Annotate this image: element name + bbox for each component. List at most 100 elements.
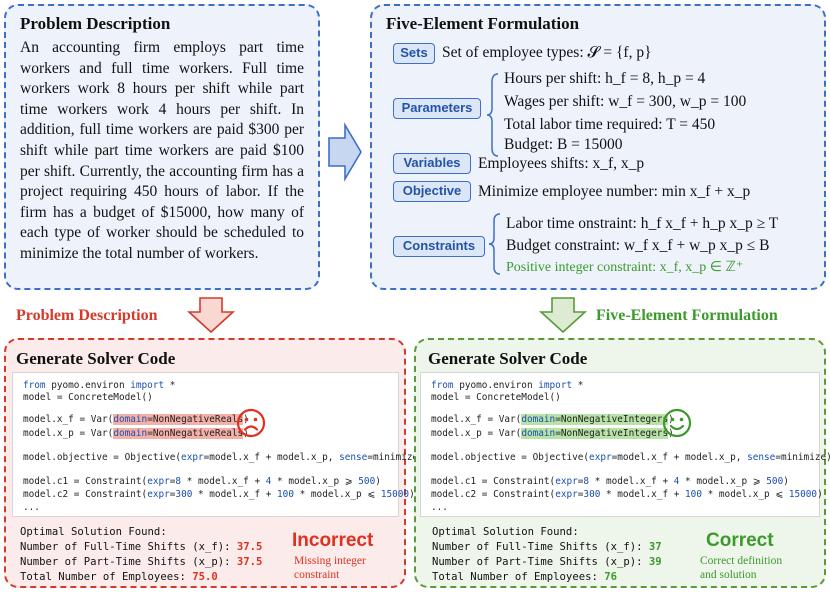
right-total-value: 76	[604, 571, 617, 583]
code-c1-line: model.c1 = Constraint(expr=8 * model.x_f…	[431, 476, 789, 487]
code-token: 4	[265, 476, 272, 487]
code-token: pyomo.environ	[453, 380, 539, 391]
code-token: 8	[175, 476, 182, 487]
code-token: 300	[175, 489, 193, 500]
code-token: =model.x_f + model.x_p,	[611, 452, 748, 463]
right-solver-title: Generate Solver Code	[428, 349, 588, 368]
right-part-time-value: 39	[648, 556, 662, 568]
right-full-time-label: Number of Full-Time Shifts (x_f):	[432, 541, 643, 553]
code-var-xp-line: model.x_p = Var(domain=NonNegativeIntege…	[431, 428, 674, 439]
code-token: =	[577, 489, 584, 500]
code-token: 100	[685, 489, 702, 500]
code-token: *	[164, 380, 176, 391]
right-result-full-time: Number of Full-Time Shifts (x_f): 37	[432, 541, 662, 553]
code-token: sense	[747, 452, 776, 463]
left-total-label: Total Number of Employees:	[20, 571, 186, 583]
parameters-tag: Parameters	[393, 98, 481, 119]
code-token: * model.x_f +	[192, 489, 278, 500]
code-token: =	[577, 476, 584, 487]
left-part-time-label: Number of Part-Time Shifts (x_p):	[20, 556, 231, 568]
left-full-time-label: Number of Full-Time Shifts (x_f):	[20, 541, 231, 553]
code-token: domain	[113, 428, 148, 439]
code-token: NonNegativeReals	[152, 428, 244, 439]
code-token: domain	[113, 414, 148, 425]
right-result-total: Total Number of Employees: 76	[432, 571, 617, 583]
code-token: model.objective = Objective(	[23, 452, 182, 463]
code-token: 8	[583, 476, 590, 487]
code-token: model.c1 = Constraint(	[23, 476, 148, 487]
code-token: expr	[181, 452, 204, 463]
constraint-budget: Budget constraint: w_f x_f + w_p x_p ≤ B	[506, 237, 770, 254]
code-token: 4	[673, 476, 680, 487]
down-arrow-left-icon	[186, 297, 236, 334]
param-labor: Total labor time required: T = 450	[504, 116, 716, 133]
right-total-label: Total Number of Employees:	[432, 571, 598, 583]
left-result-part-time: Number of Part-Time Shifts (x_p): 37.5	[20, 556, 262, 568]
code-token: model.x_f = Var(	[431, 414, 522, 425]
variables-text: Employees shifts: x_f, x_p	[478, 155, 645, 172]
left-note-line2: constraint	[294, 569, 340, 581]
left-result-header: Optimal Solution Found:	[20, 526, 167, 538]
left-note-line1: Missing integer	[294, 555, 366, 567]
code-domain-highlight: domain=NonNegativeReals	[113, 428, 244, 439]
right-result-header: Optimal Solution Found:	[432, 526, 579, 538]
code-token: model.c1 = Constraint(	[431, 476, 556, 487]
code-token: from	[23, 380, 46, 391]
code-token: =	[169, 476, 176, 487]
code-token: expr	[147, 476, 170, 487]
down-arrow-right-icon	[538, 297, 588, 334]
left-full-time-value: 37.5	[236, 541, 263, 553]
code-token: model.objective = Objective(	[431, 452, 590, 463]
smile-face-icon	[662, 408, 692, 438]
code-var-xp-line: model.x_p = Var(domain=NonNegativeReals)	[23, 428, 249, 439]
code-token: * model.x_p ⩾	[271, 476, 359, 487]
code-token: import	[130, 380, 165, 391]
code-token: 100	[277, 489, 294, 500]
code-token: =minimize)	[367, 452, 424, 463]
code-domain-highlight: domain=NonNegativeReals	[113, 414, 244, 425]
code-token: domain	[521, 428, 556, 439]
code-token: expr	[555, 476, 578, 487]
code-token: NonNegativeIntegers	[560, 414, 669, 425]
constraint-integer: Positive integer constraint: x_f, x_p ∈ …	[506, 260, 744, 275]
code-token: import	[538, 380, 573, 391]
code-c2-line: model.c2 = Constraint(expr=300 * model.x…	[431, 489, 823, 500]
right-note-line1: Correct definition	[700, 555, 783, 567]
code-ellipsis-line: ...	[431, 502, 448, 513]
code-token: )	[409, 489, 415, 500]
code-token: sense	[339, 452, 368, 463]
left-result-total: Total Number of Employees: 75.0	[20, 571, 218, 583]
objective-text: Minimize employee number: min x_f + x_p	[478, 183, 751, 200]
code-token: model.x_p = Var(	[23, 428, 114, 439]
code-model-line: model = ConcreteModel()	[23, 392, 153, 403]
code-token: 500	[358, 476, 376, 487]
sad-face-icon	[236, 408, 266, 438]
right-note: Correct definition and solution	[700, 554, 782, 582]
code-token: 15000	[788, 489, 818, 500]
code-token: )	[243, 428, 249, 439]
code-token: =	[555, 428, 561, 439]
code-domain-highlight: domain=NonNegativeIntegers	[521, 428, 669, 439]
objective-tag: Objective	[393, 181, 471, 202]
sets-tag: Sets	[393, 43, 435, 64]
code-token: * model.x_f +	[181, 476, 266, 487]
code-token: )	[817, 489, 823, 500]
code-import-line: from pyomo.environ import *	[23, 380, 175, 391]
code-token: =	[147, 428, 153, 439]
code-token: =model.x_f + model.x_p,	[203, 452, 340, 463]
code-token: )	[783, 476, 789, 487]
param-hours: Hours per shift: h_f = 8, h_p = 4	[504, 70, 706, 87]
code-token: =minimize)	[775, 452, 830, 463]
code-token: model.c2 = Constraint(	[23, 489, 148, 500]
code-token: pyomo.environ	[45, 380, 131, 391]
parameters-brace	[486, 73, 499, 157]
code-model-line: model = ConcreteModel()	[431, 392, 561, 403]
code-token: * model.x_p ⩽	[701, 489, 789, 500]
code-token: model.c2 = Constraint(	[431, 489, 556, 500]
problem-description-title: Problem Description	[20, 14, 171, 33]
code-var-xf-line: model.x_f = Var(domain=NonNegativeReals)	[23, 414, 249, 425]
code-token: domain	[521, 414, 556, 425]
code-token: NonNegativeIntegers	[560, 428, 669, 439]
code-token: =	[147, 414, 153, 425]
code-objective-line: model.objective = Objective(expr=model.x…	[23, 452, 424, 463]
